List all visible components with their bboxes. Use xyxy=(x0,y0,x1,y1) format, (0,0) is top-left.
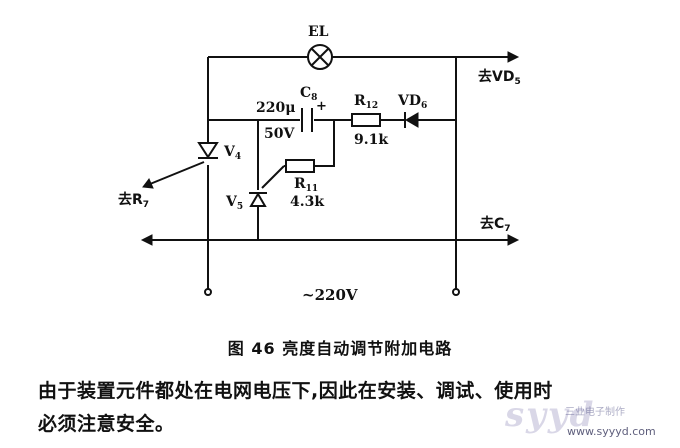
label-to-vd5: 去VD5 xyxy=(478,68,521,87)
figure-caption: 图 46 亮度自动调节附加电路 xyxy=(227,339,453,358)
label-supply: ~220V xyxy=(302,286,358,304)
label-to-r7: 去R7 xyxy=(118,191,149,210)
supply-terminal-left xyxy=(204,288,212,296)
label-r12: R12 xyxy=(354,93,378,111)
resistor-r11 xyxy=(285,159,315,173)
resistor-r12 xyxy=(351,113,381,127)
watermark-url: www.syyyd.com xyxy=(567,425,656,438)
watermark: syyd 三业电子制作 www.syyyd.com xyxy=(505,395,675,443)
circuit-diagram: EL 去VD5 C8 220μ + 50V R12 9.1k VD6 V4 去R… xyxy=(118,24,521,304)
arrow-to-c7 xyxy=(507,234,520,246)
diode-vd6 xyxy=(404,112,419,128)
watermark-logo: syyd xyxy=(505,395,596,435)
label-c8: C8 xyxy=(300,85,317,103)
body-paragraph: 由于装置元件都处在电网电压下,因此在安装、调试、使用时 必须注意安全。 xyxy=(38,375,678,441)
capacitor-c8 xyxy=(301,108,313,132)
label-r11-value: 4.3k xyxy=(290,194,324,210)
label-v4: V4 xyxy=(223,144,241,162)
label-r12-value: 9.1k xyxy=(354,132,388,148)
label-v5: V5 xyxy=(225,194,243,212)
lamp-el xyxy=(307,44,333,70)
thyristor-v4 xyxy=(149,140,219,185)
label-vd6: VD6 xyxy=(397,93,427,111)
r11-right-wire xyxy=(314,120,335,167)
supply-terminal-right xyxy=(452,288,460,296)
label-c8-voltage: 50V xyxy=(264,126,295,142)
label-el: EL xyxy=(308,24,329,40)
body-line-2: 必须注意安全。 xyxy=(38,413,175,435)
label-to-c7: 去C7 xyxy=(480,215,511,234)
body-line-1: 由于装置元件都处在电网电压下,因此在安装、调试、使用时 xyxy=(38,380,553,402)
watermark-tag: 三业电子制作 xyxy=(565,407,625,418)
arrow-to-r7 xyxy=(142,178,154,189)
label-c8-value: 220μ xyxy=(256,100,295,116)
label-c8-polarity: + xyxy=(316,99,327,114)
label-r11: R11 xyxy=(294,176,318,194)
arrow-to-vd5 xyxy=(507,51,520,63)
arrow-left-bus xyxy=(140,234,153,246)
thyristor-v5 xyxy=(249,165,285,207)
